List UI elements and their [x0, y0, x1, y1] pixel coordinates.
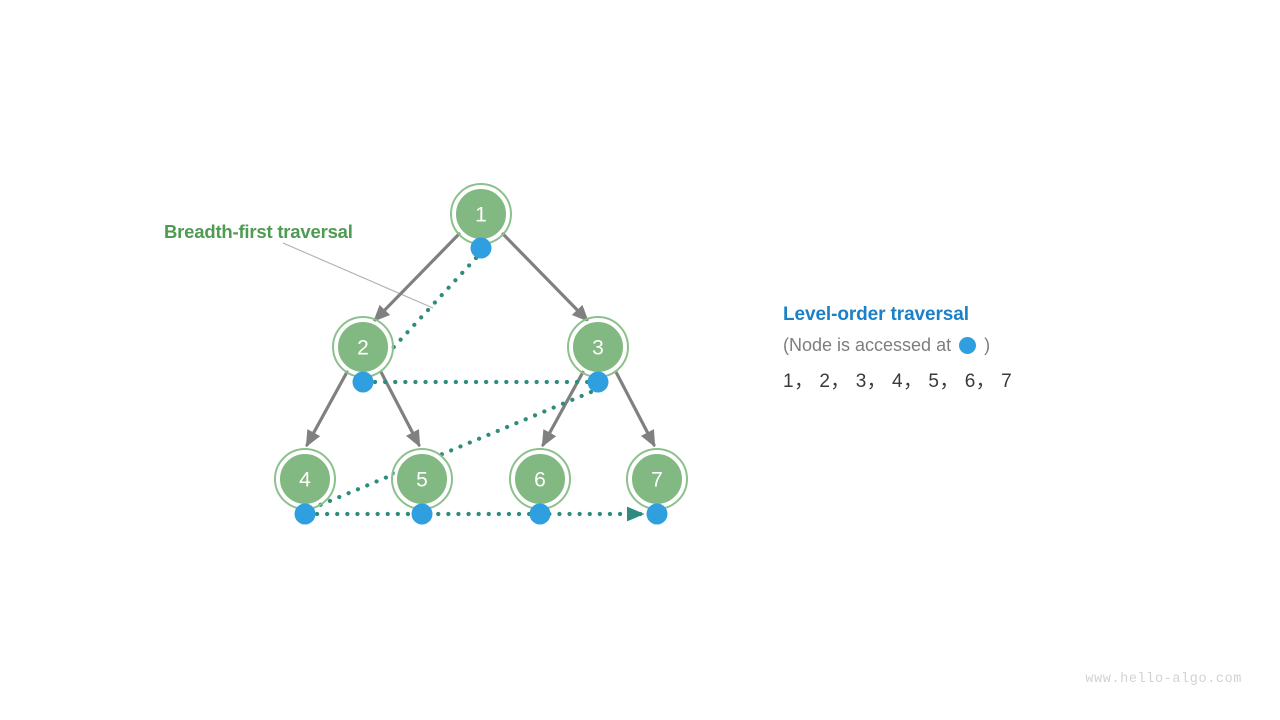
tree-node-label: 7	[651, 469, 663, 492]
edge-3-7	[614, 370, 656, 448]
blue-dot-icon	[959, 337, 977, 354]
tree-node-4[interactable]: 4	[274, 448, 336, 510]
tree-node-label: 3	[592, 337, 604, 360]
visit-dot-icon	[646, 503, 668, 525]
edge-1-3	[501, 232, 589, 322]
edge-3-6	[541, 370, 585, 448]
legend-panel: Level-order traversal (Node is accessed …	[783, 304, 1203, 393]
visit-dot-icon	[529, 503, 551, 525]
watermark: www.hello-algo.com	[1085, 672, 1242, 687]
traversal-sequence: 1， 2， 3， 4， 5， 6， 7	[783, 371, 1013, 392]
tree-node-label: 1	[475, 204, 487, 227]
path-3-4	[310, 389, 594, 511]
legend-note-prefix: (Node is accessed at	[783, 335, 952, 355]
tree-node-2[interactable]: 2	[332, 316, 394, 378]
edge-1-2	[373, 232, 461, 322]
tree-node-7[interactable]: 7	[626, 448, 688, 510]
tree-node-label: 5	[416, 469, 428, 492]
legend-note-suffix: )	[984, 335, 991, 355]
visit-dot-icon	[587, 371, 609, 393]
tree-node-label: 6	[534, 469, 546, 492]
tree-node-6[interactable]: 6	[509, 448, 571, 510]
visit-markers	[294, 237, 668, 525]
edge-2-5	[379, 370, 421, 448]
breadth-first-traversal-caption: Breadth-first traversal	[164, 221, 353, 242]
visit-dot-icon	[411, 503, 433, 525]
legend-title: Level-order traversal	[783, 304, 969, 325]
legend-note: (Node is accessed at )	[783, 335, 1203, 356]
tree-node-label: 2	[357, 337, 369, 360]
visit-dot-icon	[470, 237, 492, 259]
tree-node-5[interactable]: 5	[391, 448, 453, 510]
visit-dot-icon	[294, 503, 316, 525]
visit-dot-icon	[352, 371, 374, 393]
tree-node-1[interactable]: 1	[450, 183, 512, 245]
caption-leader-line	[282, 242, 434, 309]
tree-edges	[305, 232, 656, 448]
tree-node-3[interactable]: 3	[567, 316, 629, 378]
edge-2-4	[305, 370, 349, 448]
tree-node-label: 4	[299, 469, 311, 492]
